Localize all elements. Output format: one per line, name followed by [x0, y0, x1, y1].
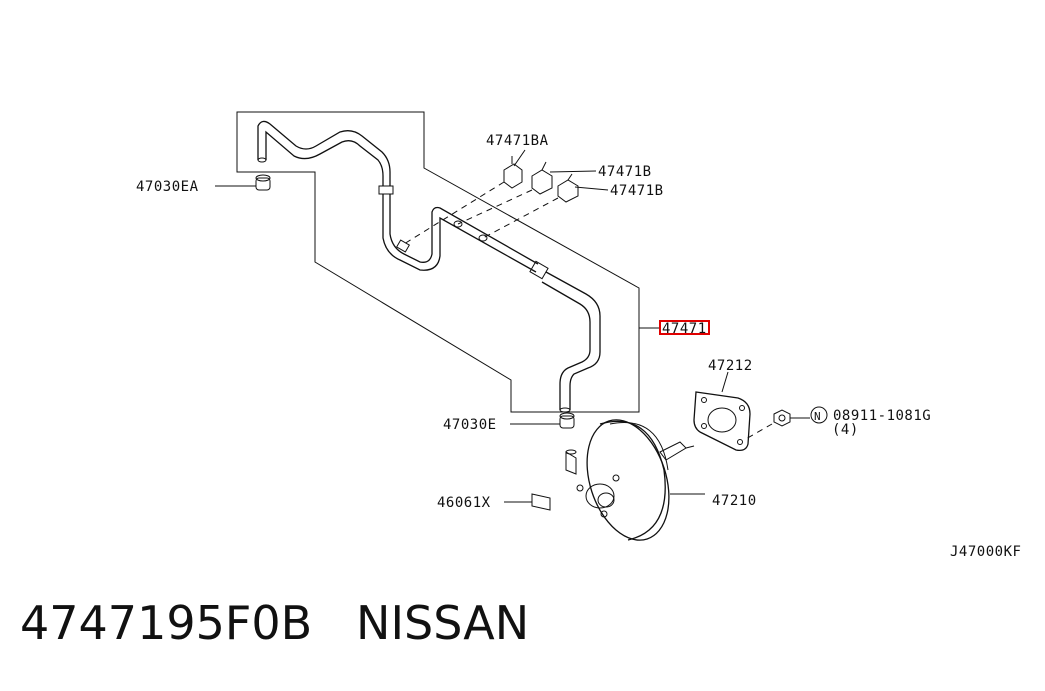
label-47471b-upper[interactable]: 47471B [598, 164, 652, 180]
cap-47030e [510, 412, 575, 429]
label-47471[interactable]: 47471 [662, 321, 707, 337]
diagram-id: J47000KF [950, 544, 1021, 560]
hose-clamps [403, 156, 579, 245]
label-quantity: (4) [832, 422, 859, 438]
label-47471ba[interactable]: 47471BA [486, 133, 549, 149]
label-47030e[interactable]: 47030E [443, 417, 497, 433]
label-46061x[interactable]: 46061X [437, 495, 491, 511]
part-number: 4747195F0B [20, 596, 313, 650]
gasket-47212 [693, 371, 751, 452]
part-caption: 4747195F0B NISSAN [20, 596, 529, 650]
label-47210[interactable]: 47210 [712, 493, 757, 509]
brand-name: NISSAN [356, 596, 530, 650]
label-47030ea[interactable]: 47030EA [136, 179, 199, 195]
label-47212[interactable]: 47212 [708, 358, 753, 374]
label-08911-1081g[interactable]: 08911-1081G [833, 408, 931, 424]
upper-vacuum-hose [257, 120, 539, 273]
assembly-outline [236, 111, 640, 413]
nut-08911 [743, 406, 828, 441]
cap-47030ea [215, 174, 271, 191]
brake-booster [565, 419, 705, 541]
selected-part-highlight[interactable] [659, 320, 710, 335]
n-symbol: N [814, 410, 821, 423]
lower-vacuum-hose [529, 260, 601, 413]
label-47471b-lower[interactable]: 47471B [610, 183, 664, 199]
tag-46061x [504, 493, 551, 511]
